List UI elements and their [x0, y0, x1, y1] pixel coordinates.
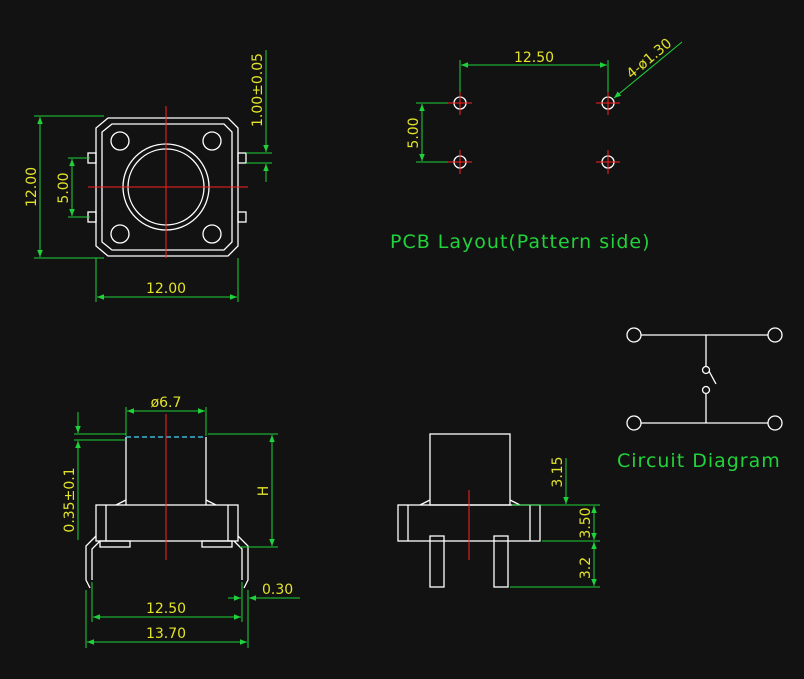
top-view-body [95, 117, 239, 257]
front-view-foot [201, 540, 233, 548]
side-view-body-height-dim: 3.50 [578, 507, 594, 538]
front-view-pin-left [85, 535, 101, 589]
side-view-plunger-height-dim: 3.15 [550, 456, 566, 487]
top-view-width-dim: 12.00 [146, 281, 186, 297]
front-view-tolerance-dim: 0.35±0.1 [62, 467, 78, 532]
pcb-hole [448, 150, 472, 174]
front-view-shoulder [115, 499, 217, 506]
circuit-terminal [767, 415, 783, 431]
front-view-pin-spacing-dim: 12.50 [146, 601, 186, 617]
front-view-pin-width-dim: 0.30 [262, 582, 293, 598]
circuit-terminal [767, 327, 783, 343]
pcb-hole [596, 150, 620, 174]
front-view: ø6.7 H 0.35±0.1 12.50 13.70 0.30 [62, 395, 300, 648]
front-view-pin-right [233, 535, 249, 589]
top-view-post [202, 131, 222, 151]
top-view-inner-body [101, 123, 233, 251]
pcb-hole [596, 91, 620, 115]
top-view-post [110, 224, 130, 244]
circuit-terminal [626, 327, 642, 343]
top-view-post [110, 131, 130, 151]
side-view-pin [493, 535, 509, 588]
pcb-spacing-x-dim: 12.50 [514, 50, 554, 66]
top-view: 12.00 5.00 12.00 1.00±0.05 [24, 50, 272, 302]
switch-contact [701, 385, 711, 395]
side-view-pin [429, 535, 445, 588]
leader-line [613, 41, 683, 99]
circuit-diagram: Circuit Diagram [617, 327, 783, 472]
top-view-pin-tab [237, 211, 247, 223]
top-view-pin-offset-dim: 1.00±0.05 [250, 53, 266, 127]
pcb-hole [448, 91, 472, 115]
side-view-shoulder [419, 499, 521, 506]
side-view: 3.15 3.50 3.2 [397, 433, 600, 588]
front-view-height-dim: H [256, 486, 272, 497]
front-view-plunger-dim: ø6.7 [151, 395, 182, 411]
top-view-pin-tab [237, 152, 247, 164]
front-view-plunger [125, 437, 207, 505]
side-view-pin-length-dim: 3.2 [578, 557, 594, 579]
top-view-height-dim: 12.00 [24, 167, 40, 207]
pcb-hole-dim: 4-ø1.30 [624, 36, 675, 83]
circuit-terminal [626, 415, 642, 431]
top-view-post [202, 224, 222, 244]
top-view-pin-spacing-dim: 5.00 [56, 172, 72, 203]
switch-lever [708, 370, 717, 385]
pcb-layout-label: PCB Layout(Pattern side) [390, 231, 651, 253]
pcb-spacing-y-dim: 5.00 [406, 117, 422, 148]
switch-contact [701, 365, 711, 375]
front-view-overall-dim: 13.70 [146, 626, 186, 642]
front-view-body [95, 504, 239, 542]
circuit-diagram-label: Circuit Diagram [617, 450, 781, 472]
side-view-plunger [429, 433, 511, 506]
pcb-layout: 12.50 5.00 4-ø1.30 PCB Layout(Pattern si… [390, 36, 683, 253]
front-view-foot [99, 540, 131, 548]
